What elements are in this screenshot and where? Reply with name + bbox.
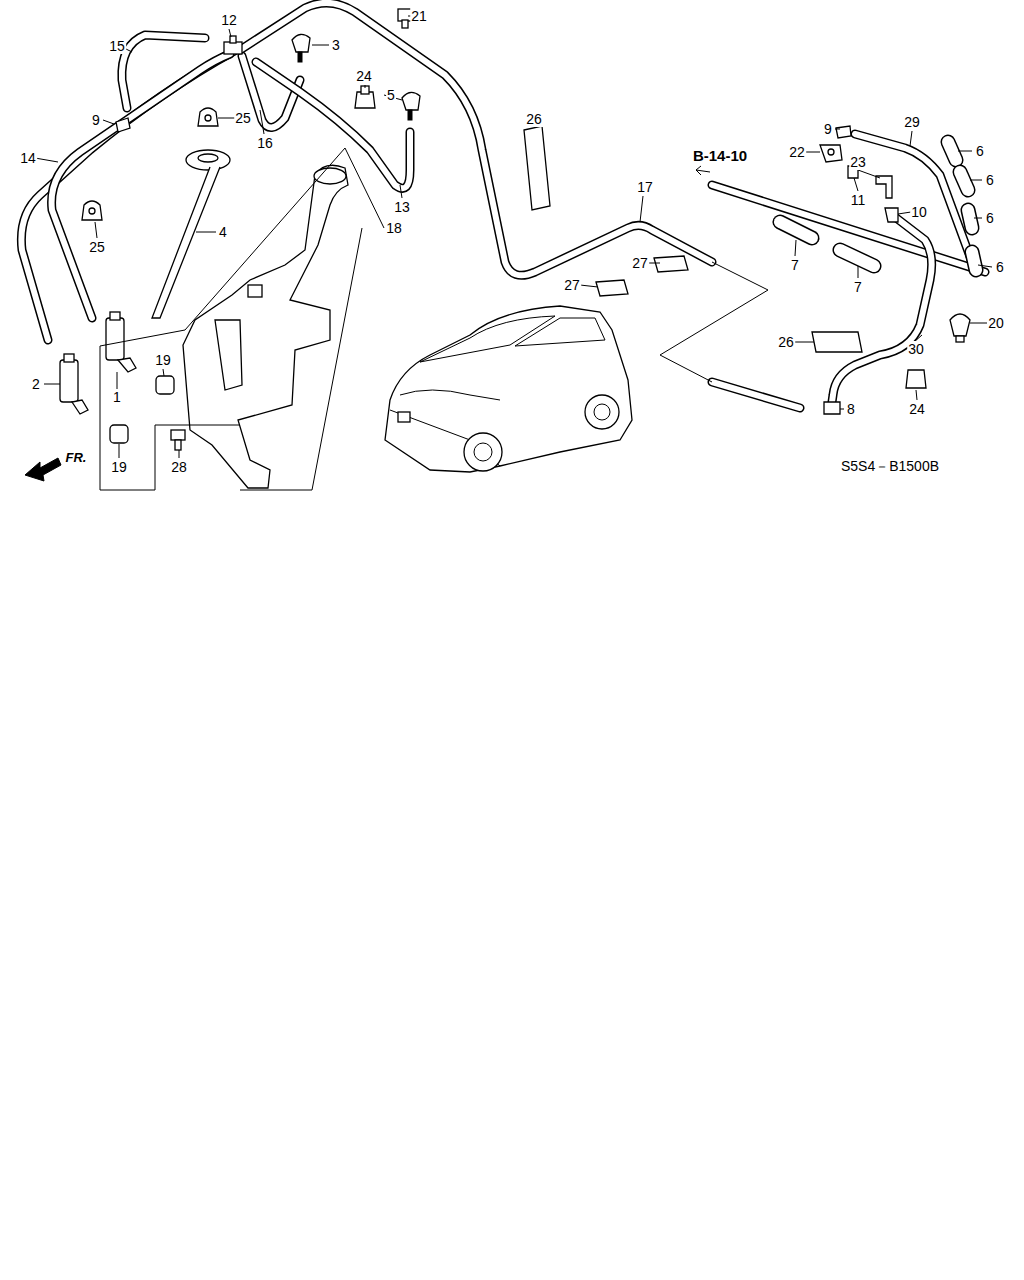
callout-number: 7 bbox=[790, 257, 800, 273]
callout-number: 4 bbox=[218, 224, 228, 240]
callout-number: 16 bbox=[256, 135, 274, 151]
callout-number: 25 bbox=[234, 110, 252, 126]
callout-number: 12 bbox=[220, 12, 238, 28]
callout-number: 8 bbox=[846, 401, 856, 417]
callout-number: 25 bbox=[88, 239, 106, 255]
callout-number: 21 bbox=[410, 8, 428, 24]
callout-number: 26 bbox=[777, 334, 795, 350]
callout-number: 6 bbox=[995, 259, 1005, 275]
callout-number: 18 bbox=[385, 220, 403, 236]
callout-number: 24 bbox=[908, 401, 926, 417]
callout-number: 3 bbox=[331, 37, 341, 53]
callout-number: 1 bbox=[112, 389, 122, 405]
callout-number: 29 bbox=[903, 114, 921, 130]
callout-number: 9 bbox=[823, 121, 833, 137]
callout-number: 30 bbox=[907, 341, 925, 357]
direction-label: FR. bbox=[65, 450, 88, 466]
callout-number: 2 bbox=[31, 376, 41, 392]
callout-number: 14 bbox=[19, 150, 37, 166]
callout-number: 10 bbox=[910, 204, 928, 220]
callout-number: 19 bbox=[154, 352, 172, 368]
callout-number: 20 bbox=[987, 315, 1005, 331]
callout-number: 24 bbox=[355, 68, 373, 84]
callout-number: 15 bbox=[108, 38, 126, 54]
callout-number: 27 bbox=[631, 255, 649, 271]
callout-number: 5 bbox=[386, 87, 396, 103]
callout-number: 27 bbox=[563, 277, 581, 293]
reference-label: B-14-10 bbox=[692, 148, 748, 164]
callout-number: S5S4－B1500B bbox=[840, 458, 940, 474]
callout-number: 19 bbox=[110, 459, 128, 475]
callout-number: 11 bbox=[850, 192, 867, 208]
callout-number: 26 bbox=[525, 111, 543, 127]
callout-number: 23 bbox=[849, 154, 867, 170]
callout-number: 28 bbox=[170, 459, 188, 475]
callout-number: 6 bbox=[985, 172, 995, 188]
callout-number: 6 bbox=[975, 143, 985, 159]
callout-number: 13 bbox=[393, 199, 411, 215]
callout-number: 22 bbox=[788, 144, 806, 160]
callout-number: 9 bbox=[91, 112, 101, 128]
callout-number: 7 bbox=[853, 279, 863, 295]
callout-number: 17 bbox=[636, 179, 654, 195]
callout-number: 6 bbox=[985, 210, 995, 226]
